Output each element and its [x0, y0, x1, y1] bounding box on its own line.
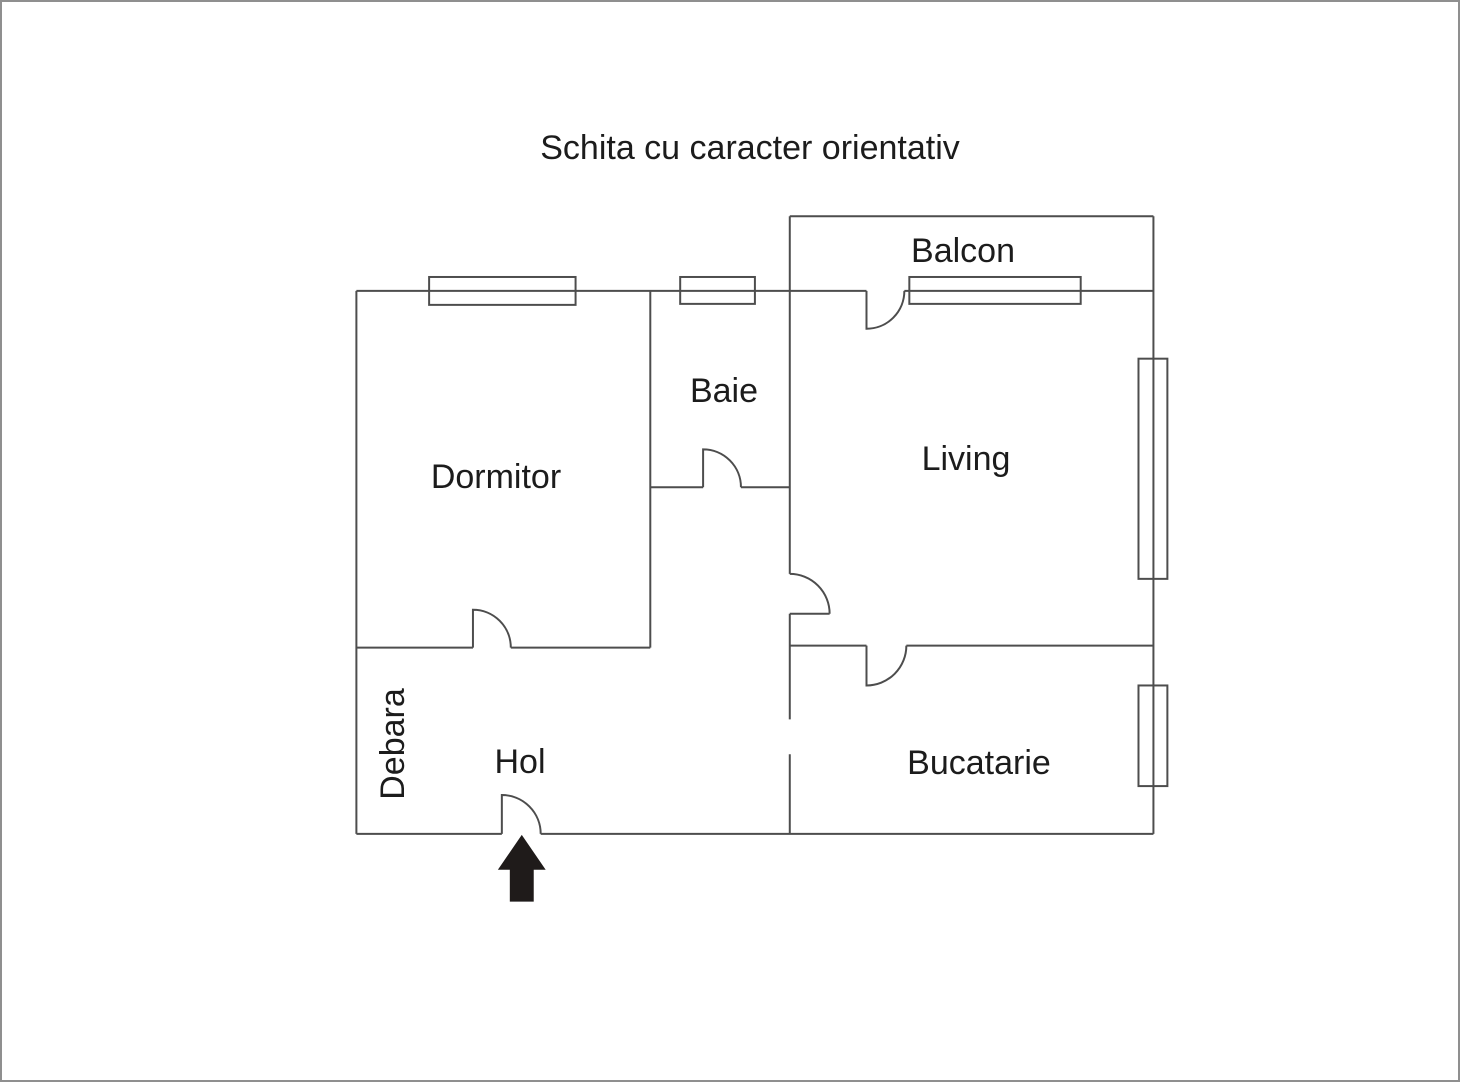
walls [355, 215, 1155, 835]
plan-title: Schita cu caracter orientativ [540, 129, 960, 167]
window-bucatarie [1137, 684, 1169, 788]
doors [471, 290, 908, 834]
room-label-dormitor: Dormitor [430, 458, 562, 496]
room-label-debara: Debara [374, 688, 412, 800]
windows [428, 275, 1169, 788]
room-label-balcon: Balcon [911, 232, 1015, 270]
door-entrance [500, 794, 542, 834]
door-balcon [865, 290, 906, 330]
window-dormitor [428, 275, 577, 306]
door-living [789, 572, 831, 615]
door-baie [702, 448, 742, 488]
door-dormitor [471, 608, 512, 648]
window-baie [679, 275, 756, 305]
door-bucatarie [865, 645, 908, 687]
wall-lines [355, 215, 1155, 835]
window-balcon [908, 275, 1082, 305]
room-label-baie: Baie [689, 372, 759, 410]
room-label-bucatarie: Bucatarie [907, 744, 1051, 782]
room-label-hol: Hol [494, 743, 546, 781]
room-label-living: Living [921, 440, 1011, 478]
entrance-arrow-icon [497, 834, 546, 902]
window-living [1137, 357, 1169, 580]
